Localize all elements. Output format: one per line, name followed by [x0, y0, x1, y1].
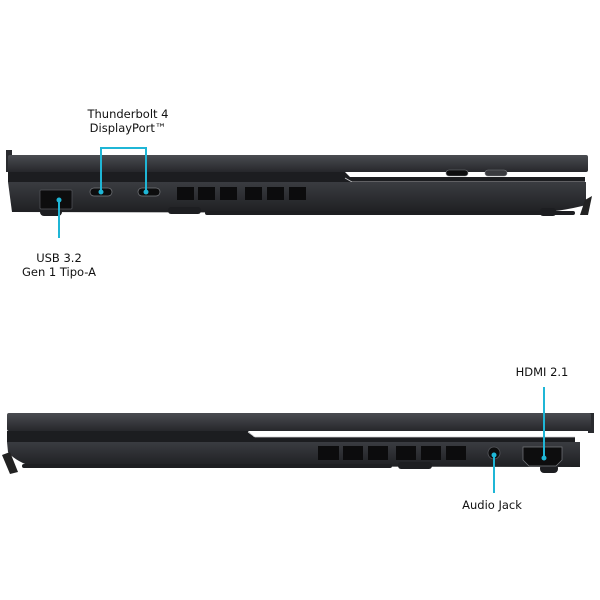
- thunderbolt-label: Thunderbolt 4: [86, 107, 168, 121]
- vent-grille: [318, 446, 466, 460]
- callout-dot: [541, 455, 547, 461]
- callout-dot: [491, 452, 497, 458]
- usb-c-port-lid: [445, 169, 469, 177]
- usb-label-gen: Gen 1 Tipo-A: [22, 265, 96, 279]
- lid-gap: [7, 431, 575, 442]
- kickstand: [205, 211, 575, 215]
- callouts-left: [58, 147, 147, 238]
- thunderbolt-callout-line: [100, 147, 147, 192]
- front-foot: [2, 452, 18, 474]
- callouts-right: [493, 387, 545, 493]
- hdmi-label: HDMI 2.1: [516, 365, 569, 379]
- laptop-left-side: [6, 150, 592, 216]
- lid-edge-highlight: [247, 431, 575, 438]
- vent-grille: [177, 187, 306, 200]
- displayport-label: DisplayPort™: [90, 121, 167, 135]
- lid: [7, 413, 591, 431]
- rear-foot: [580, 196, 592, 215]
- audio-jack-label: Audio Jack: [462, 498, 522, 512]
- callout-dot: [98, 189, 104, 195]
- lid-gap: [8, 172, 585, 182]
- foot: [398, 462, 432, 469]
- foot: [168, 207, 201, 214]
- callout-dot: [56, 197, 62, 203]
- lid: [8, 155, 588, 172]
- foot: [540, 208, 556, 216]
- callout-dot: [143, 189, 149, 195]
- laptop-right-side: [2, 413, 594, 474]
- power-switch: [484, 169, 508, 177]
- usb-label: USB 3.2: [36, 251, 82, 265]
- kickstand: [22, 464, 392, 468]
- usb-a-port: [39, 189, 73, 210]
- thunderbolt-port-2: [137, 187, 161, 197]
